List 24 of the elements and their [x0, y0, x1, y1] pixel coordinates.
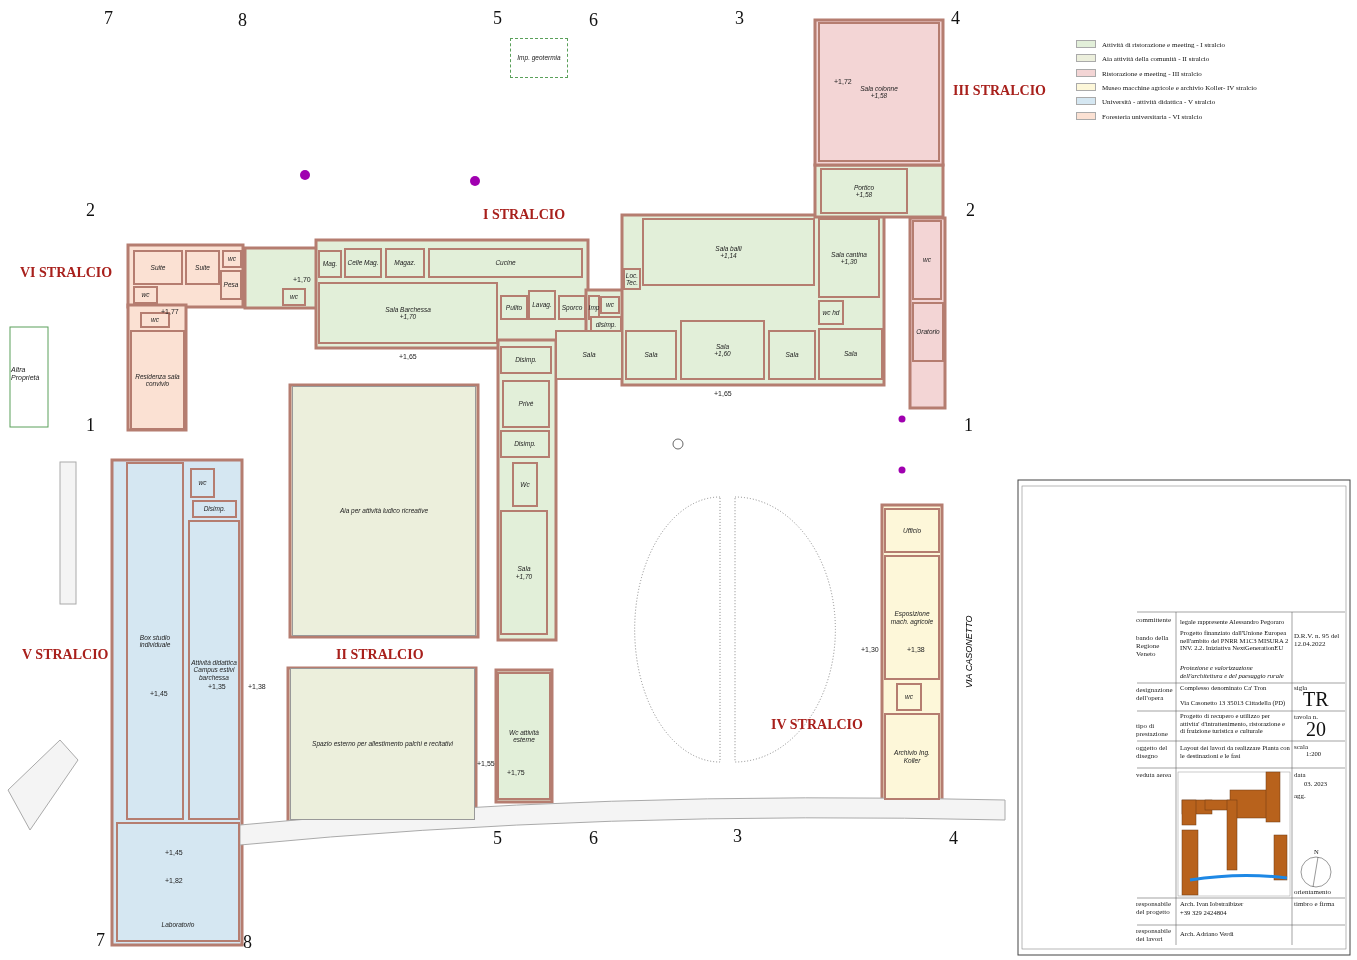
- phase-title: IV STRALCIO: [771, 717, 863, 734]
- grid-number: 8: [238, 10, 247, 31]
- grid-number: 5: [493, 8, 502, 29]
- grid-number: 1: [86, 415, 95, 436]
- grid-number: 7: [104, 8, 113, 29]
- phase-title: II STRALCIO: [336, 647, 424, 664]
- phase-title: V STRALCIO: [22, 647, 109, 664]
- sheet-number: 20: [1306, 718, 1326, 741]
- street-name: VIA CASONETTO: [964, 615, 975, 688]
- grid-number: 2: [966, 200, 975, 221]
- grid-number: 5: [493, 828, 502, 849]
- grid-number: 1: [964, 415, 973, 436]
- grid-number: 3: [735, 8, 744, 29]
- grid-number: 7: [96, 930, 105, 951]
- phase-title: VI STRALCIO: [20, 265, 113, 282]
- grid-number: 6: [589, 10, 598, 31]
- grid-number: 6: [589, 828, 598, 849]
- grid-number: 2: [86, 200, 95, 221]
- phase-title: I STRALCIO: [483, 207, 566, 224]
- grid-number: 3: [733, 826, 742, 847]
- grid-number: 8: [243, 932, 252, 953]
- grid-number: 4: [951, 8, 960, 29]
- phase-title: III STRALCIO: [953, 83, 1046, 100]
- grid-number: 4: [949, 828, 958, 849]
